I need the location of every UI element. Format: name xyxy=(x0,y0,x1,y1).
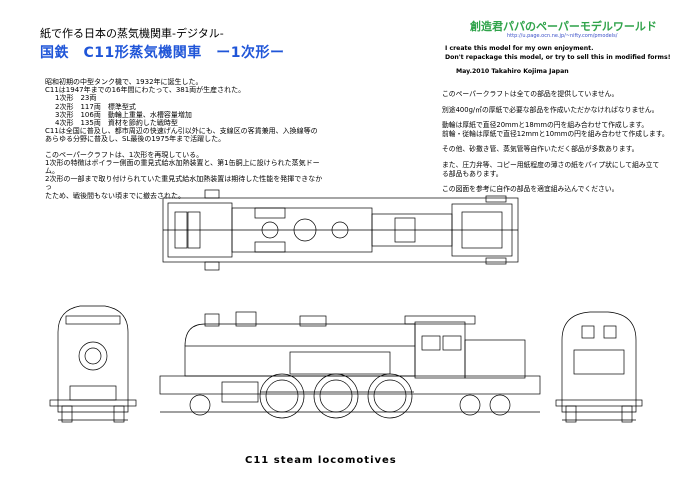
top-view-drawing xyxy=(162,189,519,271)
drawing-caption: C11 steam locomotives xyxy=(245,455,397,466)
intro-line: 昭和初期の中型タンク機で、1932年に誕生した。 xyxy=(45,78,203,86)
page-subtitle: 紙で作る日本の蒸気機関車-デジタル- xyxy=(40,27,224,40)
notice-line-1: I create this model for my own enjoyment… xyxy=(445,45,594,52)
intro-line: たため、戦後間もない頃までに撤去された。 xyxy=(45,191,185,200)
author-date: May.2010 Takahiro Kojima Japan xyxy=(456,68,569,75)
note-line: また、圧力弁等、コピー用紙程度の薄さの紙をパイプ状にして組み立て xyxy=(442,160,660,169)
site-url[interactable]: http://u.page.ocn.ne.jp/~nifty.com/pmode… xyxy=(507,33,618,39)
rear-view-drawing xyxy=(555,311,643,423)
note-block: 動輪は厚紙で直径20mmと18mmの円を組み合わせて作成します。前輪・従輪は厚紙… xyxy=(442,121,672,138)
note-line: る部品もあります。 xyxy=(442,169,503,178)
page-title: 国鉄 C11形蒸気機関車 ー1次形ー xyxy=(40,45,285,61)
intro-line: このペーパークラフトは、1次形を再現している。 xyxy=(45,150,204,159)
intro-text: 昭和初期の中型タンク機で、1932年に誕生した。 C11は1947年までの16年… xyxy=(45,78,325,200)
note-block: また、圧力弁等、コピー用紙程度の薄さの紙をパイプ状にして組み立てる部品もあります… xyxy=(442,161,672,178)
note-line: 動輪は厚紙で直径20mmと18mmの円を組み合わせて作成します。 xyxy=(442,121,649,130)
notice-line-2: Don't repackage this model, or try to se… xyxy=(445,54,671,61)
copyright-notice: I create this model for my own enjoyment… xyxy=(445,44,671,62)
notes-text: このペーパークラフトは全ての部品を提供していません。 別途400g/㎡の厚紙で必… xyxy=(442,90,672,201)
front-view-drawing xyxy=(49,305,137,423)
note-line: この図面を参考に自作の部品を適宜組み込んでください。 xyxy=(442,185,619,194)
note-line: このペーパークラフトは全ての部品を提供していません。 xyxy=(442,90,619,98)
intro-line: あらゆる分野に普及し、SL最後の1975年まで活躍した。 xyxy=(45,135,226,144)
intro-line: 2次形の一部まで取り付けられていた重見式給水加熱装置は期待した性能を発揮できなか… xyxy=(45,175,323,192)
intro-line: C11は1947年までの16年間にわたって、381両が生産された。 xyxy=(45,86,246,95)
intro-line: 4次形 135両 資材を節約した戦時型 xyxy=(55,119,178,128)
brand-title: 創造君パパのペーパーモデルワールド xyxy=(470,20,657,33)
intro-line: C11は全国に普及し、都市周辺の快速げん引以外にも、支線区の客貨兼用、入換線等の xyxy=(45,127,318,136)
intro-line: 1次形 23両 xyxy=(55,94,97,103)
side-view-drawing xyxy=(159,311,541,419)
intro-line: 1次形の特徴はボイラー側面の重見式給水加熱装置と、第1缶胴上に設けられた蒸気ドー… xyxy=(45,158,320,176)
note-line: 別途400g/㎡の厚紙で必要な部品を作成いただかなければなりません。 xyxy=(442,105,659,114)
note-line: その他、砂撒き管、蒸気管等自作いただく部品が多数あります。 xyxy=(442,145,639,154)
intro-line: 2次形 117両 標準型式 xyxy=(55,102,136,111)
note-line: 前輪・従輪は厚紙で直径12mmと10mmの円を組み合わせて作成します。 xyxy=(442,129,669,138)
intro-line: 3次形 106両 動輪上重量、水槽容量増加 xyxy=(55,110,192,119)
